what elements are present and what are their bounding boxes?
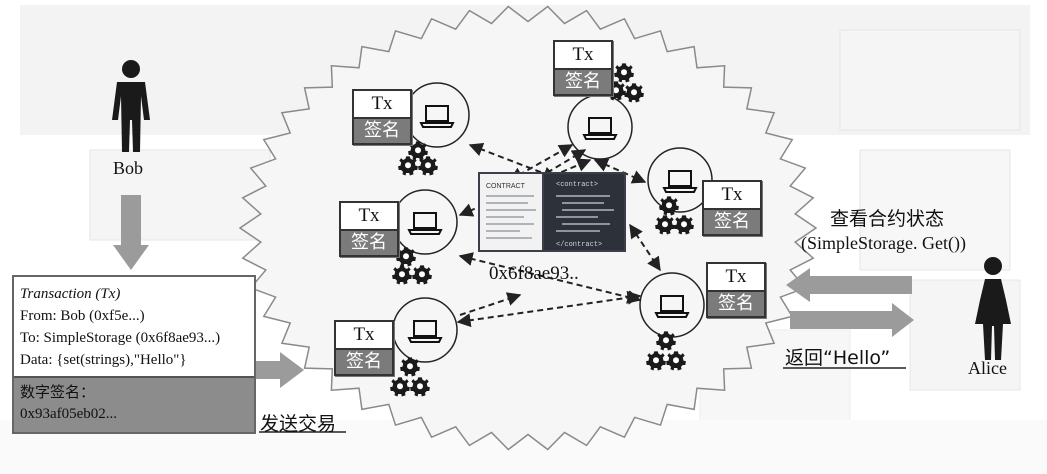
- return-arrow: [790, 303, 914, 337]
- transaction-box: Transaction (Tx) From: Bob (0xf5e...) To…: [12, 275, 256, 434]
- bob-down-arrow: [113, 195, 149, 270]
- signature-label: 签名: [341, 229, 397, 255]
- query-call: (SimpleStorage. Get()): [801, 233, 966, 253]
- tx-label: Tx: [555, 42, 611, 68]
- signature-label: 签名: [336, 348, 392, 374]
- tx-card: Tx 签名: [352, 89, 412, 145]
- transaction-to: To: SimpleStorage (0x6f8ae93...): [20, 330, 221, 346]
- bob-label: Bob: [113, 158, 144, 178]
- tx-label: Tx: [704, 182, 760, 208]
- send-label: 发送交易: [260, 413, 337, 435]
- signature-heading: 数字签名：: [20, 383, 96, 401]
- tx-card: Tx 签名: [334, 320, 394, 376]
- return-label: 返回“Hello”: [785, 347, 891, 369]
- tx-label: Tx: [336, 322, 392, 348]
- tx-card: Tx 签名: [706, 262, 766, 318]
- tx-card: Tx 签名: [339, 201, 399, 257]
- signature-value: 0x93af05eb02...: [20, 406, 118, 422]
- tx-label: Tx: [341, 203, 397, 229]
- signature-section: 数字签名： 0x93af05eb02...: [14, 376, 254, 432]
- tx-card: Tx 签名: [702, 180, 762, 236]
- transaction-from: From: Bob (0xf5e...): [20, 308, 145, 324]
- transaction-title: Transaction (Tx): [20, 286, 121, 302]
- query-arrow: [786, 268, 912, 302]
- signature-label: 签名: [555, 68, 611, 94]
- signature-label: 签名: [704, 208, 760, 234]
- contract-address: 0x6f8ae93..: [489, 263, 579, 284]
- signature-label: 签名: [708, 290, 764, 316]
- contract-image: [478, 172, 626, 252]
- transaction-data: Data: {set(strings),"Hello"}: [20, 352, 187, 368]
- tx-label: Tx: [708, 264, 764, 290]
- query-label: 查看合约状态: [830, 208, 945, 230]
- contract-heading: CONTRACT: [486, 183, 526, 190]
- send-arrow: [256, 352, 304, 388]
- contract-open-tag: <contract>: [556, 181, 598, 189]
- bob-person-icon: [112, 60, 150, 152]
- contract-close-tag: </contract>: [556, 241, 602, 249]
- tx-card: Tx 签名: [553, 40, 613, 96]
- alice-label: Alice: [968, 358, 1007, 378]
- alice-person-icon: [975, 257, 1011, 360]
- signature-label: 签名: [354, 117, 410, 143]
- tx-label: Tx: [354, 91, 410, 117]
